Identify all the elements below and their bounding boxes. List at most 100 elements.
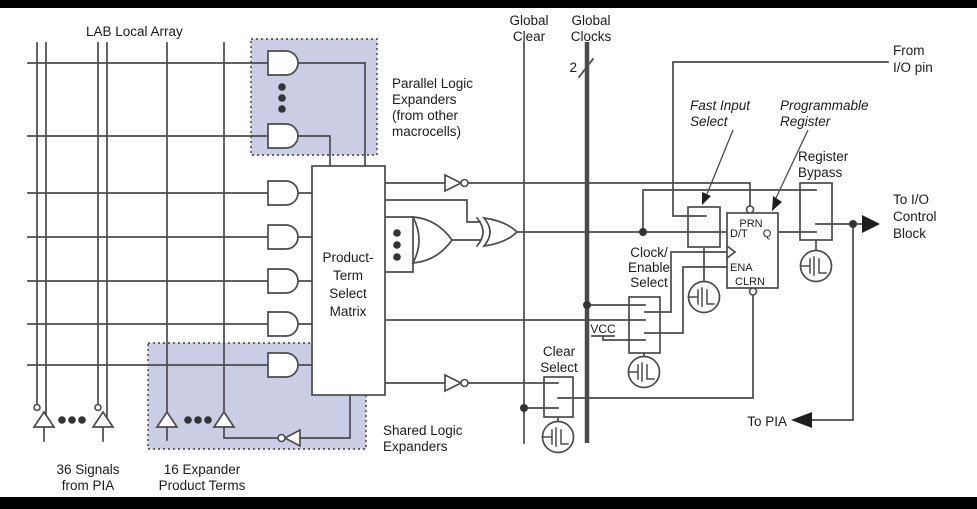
svg-text:Parallel Logic: Parallel Logic [392,76,473,91]
svg-text:Select: Select [690,114,729,129]
svg-text:To I/O: To I/O [893,192,929,207]
svg-text:Clear: Clear [513,29,546,44]
inverter-bubble-icon [94,403,102,412]
svg-text:Control: Control [893,209,937,224]
svg-text:Block: Block [893,226,926,241]
register-bypass-mux [799,182,833,241]
xor-gate-icon [481,216,519,248]
inverter-bubble-icon [460,178,469,188]
svg-text:from PIA: from PIA [62,478,115,493]
inverter-icon [444,173,463,193]
svg-text:Expanders: Expanders [392,92,457,107]
to-pia-label: To PIA [747,414,787,429]
svg-text:Clocks: Clocks [571,29,612,44]
fast-input-select-mux [687,206,721,248]
shared-expanders-label: Shared Logic Expanders [383,423,463,454]
inverter-bubble-icon [460,378,469,388]
junction-dots [520,220,857,412]
register-box [726,212,779,289]
clock-enable-select-label: Clock/ Enable Select [628,245,670,290]
config-bit-icon [687,280,721,314]
svg-text:Register: Register [780,114,831,129]
or-gate-icon [411,216,454,264]
to-pia-arrow-icon [791,412,812,428]
and-gate-icon [267,180,299,206]
callout-arrowhead-icon [772,196,782,211]
register-port-ena: ENA [730,262,753,274]
expander-buffers [155,410,301,448]
mux-stubs [543,189,833,409]
config-bit-icon [541,420,575,454]
clear-select-label: Clear Select [540,344,578,375]
inverter-bubble-icon [277,433,286,443]
config-bit-icon [799,249,833,283]
clock-wedge-icon [725,244,737,260]
top-border-bar [0,0,977,8]
and-gate-icon [267,352,299,378]
svg-text:Clock/: Clock/ [630,245,668,260]
svg-text:Shared Logic: Shared Logic [383,423,463,438]
expander-product-terms-label: 16 Expander Product Terms [159,462,246,493]
svg-text:Clear: Clear [543,344,576,359]
product-term-and-gates [267,50,299,378]
product-term-select-matrix [311,165,386,396]
to-io-control-label: To I/O Control Block [893,192,937,241]
programmable-register-label: Programmable Register [780,98,869,129]
register-port-prn: PRN [739,218,762,230]
buffer-icon [212,410,236,428]
svg-text:Select: Select [540,360,578,375]
svg-text:Enable: Enable [628,260,670,275]
svg-text:Product Terms: Product Terms [159,478,246,493]
svg-text:I/O pin: I/O pin [893,60,933,75]
lab-local-array-label: LAB Local Array [86,24,183,39]
buffer-icon [91,410,115,428]
preset-bubble-icon [745,205,755,214]
callout-arrows [702,129,809,211]
bus-width-slash [577,57,595,79]
buffer-icon [32,410,56,428]
clock-enable-select-mux [628,296,661,354]
ellipsis-dots [58,83,401,424]
bottom-border-bar [0,497,977,509]
and-gate-icon [267,50,299,76]
programmable-register-block: PRN D/T Q ENA CLRN [725,205,779,296]
signals-from-pia-label: 36 Signals from PIA [56,462,119,493]
svg-text:16 Expander: 16 Expander [164,462,241,477]
matrix-output-inverters [444,173,469,393]
svg-text:Select: Select [329,286,367,301]
or-xor-cluster [411,216,519,264]
parallel-expanders-label: Parallel Logic Expanders (from other mac… [392,76,473,139]
and-gate-icon [267,311,299,337]
clear-bubble-icon [748,287,758,296]
config-bit-icon [627,355,661,389]
bus-width-label: 2 [569,60,577,75]
and-gate-icon [267,224,299,250]
svg-text:(from other: (from other [392,108,459,123]
register-port-clrn: CLRN [735,276,765,288]
svg-text:Bypass: Bypass [798,165,843,180]
register-port-dt: D/T [730,228,748,240]
register-port-q: Q [763,228,772,240]
global-clear-label: Global Clear [509,13,548,44]
global-clocks-label: Global Clocks [571,13,612,44]
svg-text:Matrix: Matrix [330,304,367,319]
svg-text:Fast Input: Fast Input [690,98,751,113]
svg-text:Programmable: Programmable [780,98,869,113]
matrix-label: Product- Term Select Matrix [322,250,373,319]
svg-text:From: From [893,43,925,58]
inverter-icon [444,373,463,393]
inverter-bubble-icon [33,403,41,412]
callout-arrowhead-icon [702,192,711,205]
svg-text:Global: Global [571,13,610,28]
buffer-icon [155,410,179,428]
fast-input-select-label: Fast Input Select [690,98,751,129]
svg-text:Term: Term [333,268,363,283]
and-gate-icon [267,268,299,294]
svg-text:macrocells): macrocells) [392,124,461,139]
svg-text:Expanders: Expanders [383,439,448,454]
vcc-label: VCC [590,322,616,336]
register-bypass-label: Register Bypass [798,149,849,180]
xor-input-arc [475,216,484,248]
